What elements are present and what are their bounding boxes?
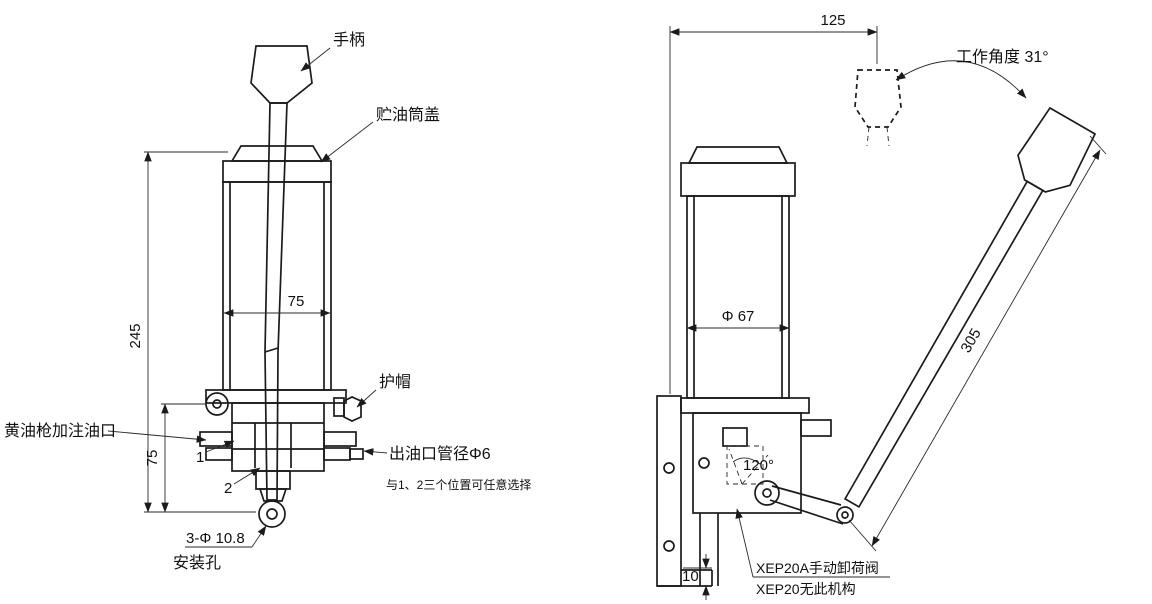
label-reservoir-cover: 贮油筒盖 bbox=[376, 106, 440, 124]
handle-lever-shape bbox=[264, 102, 288, 501]
handle-grip-shape bbox=[250, 45, 313, 104]
side-cap-top bbox=[687, 146, 789, 164]
mounting-bracket bbox=[656, 395, 682, 587]
front-view-dimensions: 245 75 75 bbox=[127, 151, 331, 513]
front-view-geometry bbox=[199, 45, 364, 528]
label-position-2: 2 bbox=[224, 480, 232, 497]
label-working-angle: 工作角度 31° bbox=[956, 48, 1049, 66]
label-outlet-port: 出油口管径Φ6 bbox=[389, 445, 491, 463]
reservoir-cap-band bbox=[222, 160, 332, 183]
dim-reservoir-width: 75 bbox=[288, 293, 305, 310]
dim-handle-offset: 125 bbox=[820, 12, 845, 29]
side-reservoir-cylinder bbox=[686, 195, 790, 399]
label-unloading-valve-note: XEP20无此机构 bbox=[756, 581, 856, 597]
reservoir-cylinder bbox=[222, 181, 332, 391]
dim-valve-angle: 120° bbox=[743, 457, 774, 474]
dim-port-height: 75 bbox=[144, 450, 161, 467]
side-view-dimensions: 125 工作角度 31° Φ 67 305 120° 10 bbox=[669, 12, 1107, 600]
pivot-bolt bbox=[258, 500, 286, 528]
label-handle: 手柄 bbox=[333, 31, 365, 49]
right-outlet-fitting bbox=[323, 431, 357, 447]
dim-reservoir-diameter: Φ 67 bbox=[722, 308, 755, 325]
side-pump-body bbox=[692, 412, 802, 514]
front-view-callouts: 手柄 贮油筒盖 护帽 黄油枪加注油口 1 2 出油口管径Φ6 与1、2三个位置可… bbox=[4, 31, 531, 572]
unloading-valve-mechanism bbox=[726, 445, 764, 485]
side-handle-tilted bbox=[836, 106, 1097, 524]
label-grease-fill-port: 黄油枪加注油口 bbox=[4, 422, 116, 440]
protective-cap-fitting bbox=[343, 396, 362, 422]
label-unloading-valve: XEP20A手动卸荷阀 bbox=[756, 560, 879, 576]
side-view-callouts: XEP20A手动卸荷阀 XEP20无此机构 bbox=[735, 508, 890, 597]
side-handle-phantom bbox=[854, 69, 902, 128]
label-mounting-hole-spec: 3-Φ 10.8 bbox=[186, 530, 245, 547]
dim-total-height: 245 bbox=[127, 323, 144, 348]
label-mounting-hole: 安装孔 bbox=[173, 554, 221, 572]
side-cap-band bbox=[680, 162, 796, 197]
reservoir-cap-top bbox=[230, 145, 324, 162]
label-outlet-note: 与1、2三个位置可任意选择 bbox=[386, 477, 531, 492]
label-protective-cap: 护帽 bbox=[379, 373, 411, 391]
grease-fill-port-boss bbox=[205, 392, 229, 416]
dim-base-thickness: 10 bbox=[682, 568, 699, 585]
handle-pivot bbox=[754, 480, 780, 506]
label-position-1: 1 bbox=[196, 449, 204, 466]
